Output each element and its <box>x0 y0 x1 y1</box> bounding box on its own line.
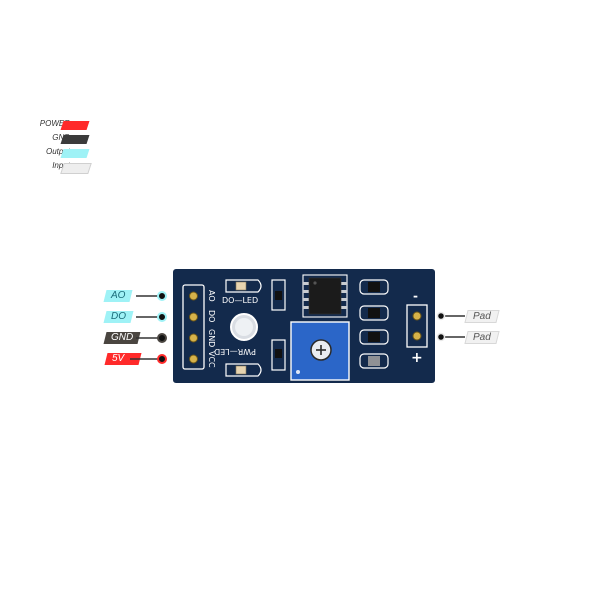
smd-resistor-c <box>368 332 380 342</box>
pin-dot-ao <box>157 291 167 301</box>
do-led-label: DO—LED <box>222 296 258 305</box>
pin-dot-gnd <box>157 333 167 343</box>
legend-item-power: POWER <box>22 118 102 132</box>
pin-dot-5v <box>157 354 167 364</box>
header-pin-vcc <box>189 354 198 364</box>
legend-item-output: Output <box>22 146 102 160</box>
silk-label-vcc: VCC <box>207 351 216 368</box>
resistor-1 <box>275 291 282 300</box>
header-silkscreen: AO DO GND VCC <box>207 290 216 368</box>
legend-label: POWER <box>39 119 70 128</box>
terminal-plus-label: + <box>411 350 423 366</box>
pwr-led: PWR—LED <box>214 347 262 377</box>
resistor-outline-1 <box>271 279 286 311</box>
silk-label-ao: AO <box>207 290 216 302</box>
header-pin-gnd <box>189 333 198 343</box>
pad-dot-1 <box>436 311 446 321</box>
ic-chip <box>302 274 348 318</box>
pin-header <box>182 284 205 370</box>
pwr-led-label: PWR—LED <box>214 347 256 356</box>
terminal-minus-label: - <box>413 289 418 303</box>
left-pin-dots <box>157 291 167 364</box>
smd-resistor-b <box>368 308 380 318</box>
legend-label: GND <box>52 133 70 142</box>
sensor-terminal: - + <box>406 289 428 366</box>
mounting-hole-inner <box>235 318 253 336</box>
pad-label-1: Pad <box>464 310 500 323</box>
terminal-pin-minus <box>412 311 422 321</box>
smd-capacitor <box>368 356 380 366</box>
legend-item-gnd: GND <box>22 132 102 146</box>
smd-resistor-a <box>368 282 380 292</box>
silk-label-gnd: GND <box>207 329 216 347</box>
legend-label: Input <box>52 161 70 170</box>
resistor-outline-2 <box>271 339 286 371</box>
do-led: DO—LED <box>222 279 262 305</box>
right-wires <box>443 315 465 338</box>
silk-label-do: DO <box>207 310 216 322</box>
smd-components-right <box>359 279 389 369</box>
header-pin-do <box>189 312 198 322</box>
resistor-2 <box>275 349 282 358</box>
header-pin-ao <box>189 291 198 301</box>
pin-dot-do <box>157 312 167 322</box>
potentiometer <box>290 321 350 381</box>
pad-label-2: Pad <box>464 331 500 344</box>
pad-dot-2 <box>436 332 446 342</box>
terminal-pin-plus <box>412 331 422 341</box>
legend: POWER GND Output Input <box>22 118 102 174</box>
legend-item-input: Input <box>22 160 102 174</box>
legend-label: Output <box>45 147 70 156</box>
left-wires <box>130 295 160 360</box>
